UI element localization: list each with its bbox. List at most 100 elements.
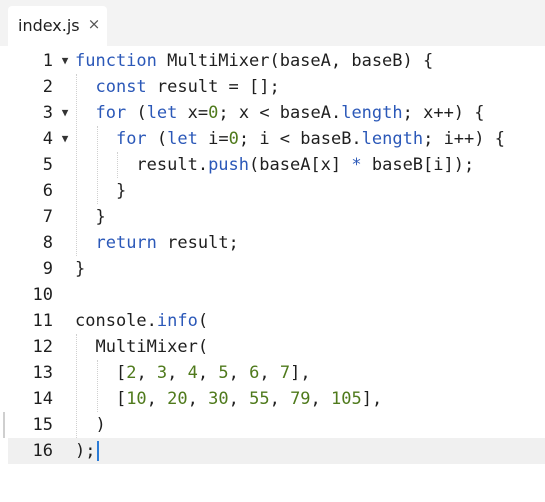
code-token: ,: [187, 389, 209, 409]
code-token: ],: [361, 389, 383, 409]
code-token: }: [75, 259, 86, 279]
code-text: for (let x=0; x < baseA.length; x++) {: [75, 100, 485, 126]
line-number: 14: [32, 389, 53, 409]
code-token: length: [341, 103, 403, 123]
code-line[interactable]: 9}: [8, 256, 545, 282]
code-text: [2, 3, 4, 5, 6, 7],: [75, 360, 311, 386]
indent-guide: [76, 74, 77, 256]
code-token: ,: [228, 389, 250, 409]
code-line[interactable]: 11 console.info(: [8, 308, 545, 334]
indent-guide: [76, 334, 77, 438]
line-number: 5: [42, 155, 53, 175]
code-token: ,: [269, 389, 291, 409]
code-token: 30: [208, 389, 229, 409]
code-token: push: [208, 155, 250, 175]
code-text: for (let i=0; i < baseB.length; i++) {: [75, 126, 505, 152]
code-text: const result = [];: [75, 74, 279, 100]
line-number: 10: [32, 285, 53, 305]
line-number: 11: [32, 311, 53, 331]
line-number: 3: [42, 103, 53, 123]
code-line[interactable]: 3 ▼ for (let x=0; x < baseA.length; x++) …: [8, 100, 545, 126]
code-token: (baseA[x]: [249, 155, 352, 175]
code-text: }: [75, 256, 85, 282]
code-token: 0: [228, 129, 239, 149]
code-token: MultiMixer(baseA, baseB) {: [156, 51, 434, 71]
code-token: const: [95, 77, 147, 97]
code-token: ],: [290, 363, 311, 383]
code-text: ): [75, 412, 105, 438]
code-line[interactable]: 4▼ for (let i=0; i < baseB.length; i++) …: [8, 126, 545, 152]
fold-arrow-icon[interactable]: ▼: [61, 106, 69, 119]
code-token: return: [95, 233, 157, 253]
code-token: for: [95, 103, 127, 123]
code-area[interactable]: 1▼function MultiMixer(baseA, baseB) {2 c…: [0, 46, 545, 502]
code-token: }: [75, 207, 106, 227]
code-line[interactable]: 1▼function MultiMixer(baseA, baseB) {: [8, 48, 545, 74]
code-token: 5: [218, 363, 229, 383]
code-token: let: [146, 103, 178, 123]
tab-bar: index.js ×: [0, 0, 545, 46]
code-token: i=: [197, 129, 229, 149]
code-token: ; x++) {: [402, 103, 485, 123]
code-token: for: [115, 129, 147, 149]
code-line[interactable]: 10: [8, 282, 545, 308]
code-text: [10, 20, 30, 55, 79, 105],: [75, 386, 382, 412]
code-token: let: [167, 129, 198, 149]
code-text: return result;: [75, 230, 239, 256]
indent-guide: [96, 126, 98, 204]
code-text: );: [75, 438, 95, 464]
code-line[interactable]: 14 [10, 20, 30, 55, 79, 105],: [8, 386, 545, 412]
code-line[interactable]: 2 const result = [];: [8, 74, 545, 100]
code-token: console.: [75, 311, 157, 331]
code-token: ,: [136, 363, 157, 383]
code-token: function: [75, 51, 157, 71]
code-token: baseB[i]);: [361, 155, 475, 175]
code-token: 4: [187, 363, 198, 383]
code-token: x=: [177, 103, 209, 123]
code-token: ,: [310, 389, 332, 409]
fold-arrow-icon[interactable]: ▼: [61, 132, 69, 145]
code-token: result.: [75, 155, 209, 175]
code-token: ; i < baseB.: [238, 129, 362, 149]
code-line[interactable]: 7 }: [8, 204, 545, 230]
code-token: *: [351, 155, 362, 175]
code-line[interactable]: 5 result.push(baseA[x] * baseB[i]);: [8, 152, 545, 178]
code-token: ; i++) {: [423, 129, 505, 149]
code-line[interactable]: 16);: [8, 438, 545, 464]
code-line[interactable]: 8 return result;: [8, 230, 545, 256]
code-token: ,: [228, 363, 250, 383]
code-line[interactable]: 13 [2, 3, 4, 5, 6, 7],: [8, 360, 545, 386]
code-token: (: [197, 311, 209, 331]
code-text: }: [75, 178, 126, 204]
close-icon[interactable]: ×: [87, 15, 101, 33]
code-token: result;: [156, 233, 239, 253]
line-number: 13: [32, 363, 53, 383]
code-token: ,: [146, 389, 168, 409]
code-line[interactable]: 15 ): [8, 412, 545, 438]
code-token: 79: [290, 389, 311, 409]
line-number: 8: [42, 233, 53, 253]
code-token: 2: [126, 363, 137, 383]
line-number: 9: [42, 259, 53, 279]
code-token: [75, 77, 95, 97]
code-token: 10: [126, 389, 147, 409]
code-token: info: [156, 311, 198, 331]
code-token: ; x < baseA.: [218, 103, 342, 123]
tab-index-js[interactable]: index.js ×: [8, 6, 107, 46]
code-token: 55: [249, 389, 270, 409]
code-line[interactable]: 12 MultiMixer(: [8, 334, 545, 360]
code-token: 7: [279, 363, 291, 383]
code-token: [75, 129, 116, 149]
fold-arrow-icon[interactable]: ▼: [61, 54, 69, 67]
line-number: 7: [42, 207, 53, 227]
code-text: result.push(baseA[x] * baseB[i]);: [75, 152, 474, 178]
code-token: [75, 103, 95, 123]
code-text: function MultiMixer(baseA, baseB) {: [75, 48, 433, 74]
indent-guide: [96, 360, 98, 412]
tab-label: index.js: [18, 16, 80, 35]
code-token: 3: [156, 363, 168, 383]
code-line[interactable]: 6 }: [8, 178, 545, 204]
code-token: 0: [208, 103, 219, 123]
code-token: [75, 233, 95, 253]
code-token: MultiMixer(: [75, 337, 209, 357]
